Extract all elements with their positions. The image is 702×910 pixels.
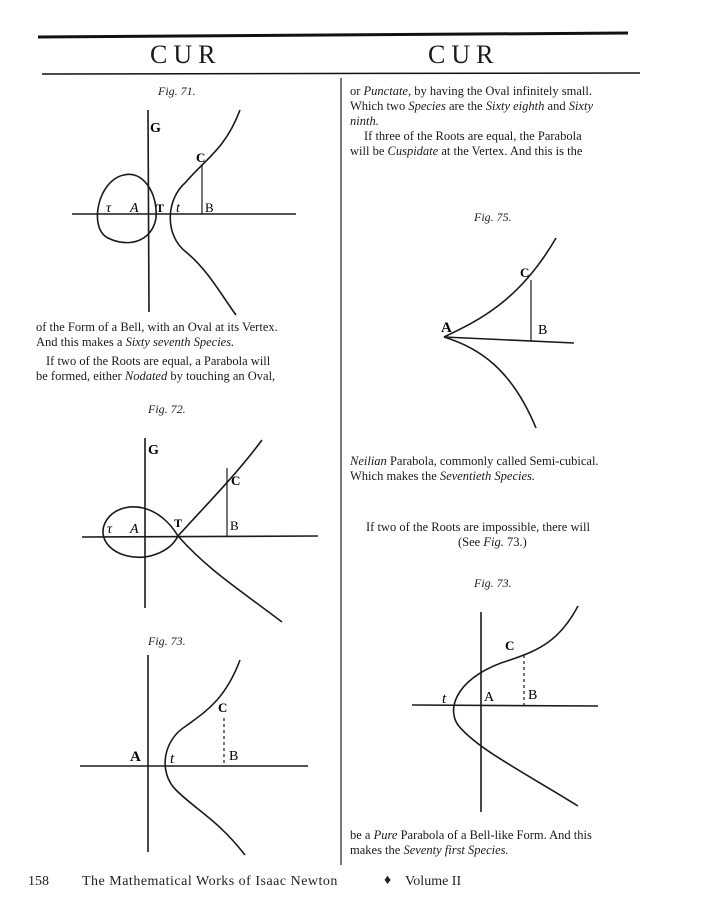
fig73-left-parabola: [164, 659, 246, 856]
fig73-right-caption: Fig. 73.: [474, 576, 512, 590]
right-mid-text-2: If two of the Roots are impossible, ther…: [366, 520, 666, 550]
right-top-line-4: If three of the Roots are equal, the Par…: [364, 129, 582, 143]
footer-title: The Mathematical Works of Isaac Newton: [82, 874, 338, 889]
fig72-horizontal-axis: [81, 535, 319, 538]
fig71-vertical-axis: [147, 109, 150, 313]
right-bottom-line-2: makes the Seventy first Species.: [350, 843, 509, 857]
right-top-line-1: or Punctate, by having the Oval infinite…: [350, 84, 592, 98]
fig72-caption: Fig. 72.: [148, 402, 186, 416]
fig73-right-label-a: A: [484, 690, 495, 705]
right-mid-text: Neilian Parabola, commonly called Semi-c…: [350, 454, 670, 484]
fig72-label-c: C: [231, 473, 240, 488]
fig73-right-label-t: t: [442, 691, 447, 707]
running-head-left: CUR: [150, 40, 222, 69]
fig72-parabola: [176, 439, 283, 623]
running-head-right: CUR: [428, 40, 500, 69]
right-bottom-line-1: be a Pure Parabola of a Bell-like Form. …: [350, 828, 592, 842]
right-bottom-text: be a Pure Parabola of a Bell-like Form. …: [350, 828, 670, 858]
fig72-label-tau: τ: [107, 522, 113, 537]
fig73-left-label-c: C: [218, 700, 227, 715]
fig73-right-label-b: B: [528, 688, 537, 703]
left-text-line-1: of the Form of a Bell, with an Oval at i…: [36, 320, 278, 334]
fig71-caption: Fig. 71.: [158, 84, 196, 98]
left-text-line-4: be formed, either Nodated by touching an…: [36, 369, 276, 383]
fig75-caption: Fig. 75.: [474, 210, 512, 224]
fig71-label-a: A: [129, 201, 139, 216]
fig72-label-a: A: [129, 522, 139, 537]
fig73-left-label-t: t: [170, 751, 175, 767]
fig71-label-c: C: [196, 150, 205, 165]
fig72-label-b: B: [230, 518, 239, 533]
right-top-line-3: ninth.: [350, 114, 379, 128]
fig73-right-label-c: C: [505, 638, 514, 653]
fig72-label-g: G: [148, 443, 159, 458]
fig73-right-horizontal-axis: [411, 704, 599, 707]
right-mid-line-4: (See Fig. 73.): [458, 535, 527, 549]
fig75-label-c: C: [520, 265, 529, 280]
right-top-line-5: will be Cuspidate at the Vertex. And thi…: [350, 144, 583, 158]
fig71-label-g: G: [150, 121, 161, 136]
fig71-oval: [96, 173, 157, 244]
fig75-label-a: A: [441, 320, 452, 336]
footer-page-number: 158: [28, 874, 49, 889]
header-rules: [37, 31, 641, 75]
right-mid-line-3: If two of the Roots are impossible, ther…: [366, 520, 590, 534]
fig75-lower-branch: [443, 336, 537, 429]
fig73-right-parabola: [452, 605, 579, 807]
fig71-label-t-upper: T: [156, 201, 164, 215]
footer-diamond-icon: ♦: [384, 873, 392, 888]
right-mid-line-1: Neilian Parabola, commonly called Semi-c…: [350, 454, 599, 468]
fig72-label-t-upper: T: [174, 516, 182, 530]
fig73-left-label-a: A: [130, 749, 141, 765]
fig71-parabola: [169, 109, 241, 316]
fig73-left-caption: Fig. 73.: [148, 634, 186, 648]
left-text-line-3: If two of the Roots are equal, a Parabol…: [46, 354, 271, 368]
fig72-oval: [102, 506, 179, 559]
fig71-label-b: B: [205, 200, 214, 215]
left-text-block: of the Form of a Bell, with an Oval at i…: [36, 320, 336, 384]
footer-volume: Volume II: [405, 874, 462, 889]
right-top-line-2: Which two Species are the Sixty eighth a…: [350, 99, 593, 113]
fig75-axis: [443, 336, 575, 344]
fig71-label-tau: τ: [106, 201, 112, 216]
left-text-line-2: And this makes a Sixty seventh Species.: [36, 335, 235, 349]
fig73-left-label-b: B: [229, 749, 238, 764]
fig71-label-t: t: [176, 201, 181, 216]
fig75-label-b: B: [538, 323, 547, 338]
fig75-upper-branch: [443, 237, 557, 338]
right-mid-line-2: Which makes the Seventieth Species.: [350, 469, 535, 483]
right-top-text: or Punctate, by having the Oval infinite…: [350, 84, 660, 159]
